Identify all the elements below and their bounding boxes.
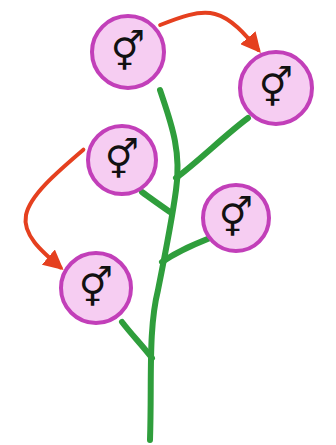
flower-petal-circle — [240, 52, 312, 124]
branch — [176, 118, 248, 178]
hermaphrodite-symbol: ⚥ — [219, 199, 253, 237]
flower-circle: ⚥ — [86, 124, 158, 196]
hermaphrodite-symbol: ⚥ — [259, 69, 293, 107]
pollination-arrow — [26, 150, 84, 268]
flower-circle: ⚥ — [90, 14, 166, 90]
flower-petal-circle — [88, 126, 156, 194]
main-stem — [150, 90, 178, 440]
hermaphrodite-symbol: ⚥ — [111, 33, 145, 71]
hermaphrodite-symbol: ⚥ — [79, 269, 113, 307]
flower-circle: ⚥ — [201, 183, 271, 253]
flower-circle: ⚥ — [238, 50, 314, 126]
flower-petal-circle — [61, 253, 131, 323]
flower-circle: ⚥ — [59, 251, 133, 325]
branch — [162, 238, 210, 262]
branch — [142, 192, 170, 212]
pollination-arrow — [160, 13, 258, 50]
hermaphrodite-symbol: ⚥ — [105, 141, 139, 179]
branch — [122, 322, 152, 358]
flower-petal-circle — [203, 185, 269, 251]
flower-petal-circle — [92, 16, 164, 88]
